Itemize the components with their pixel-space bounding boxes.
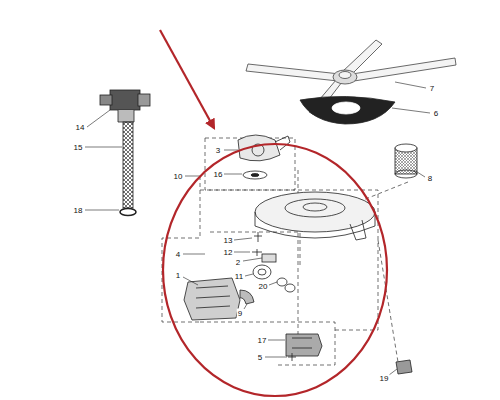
callout-number: 10 (173, 172, 184, 181)
callout-number: 20 (258, 282, 269, 291)
callout-number: 2 (235, 258, 241, 267)
callout-number: 3 (215, 146, 221, 155)
callout-number: 13 (223, 236, 234, 245)
callout-number: 12 (223, 248, 234, 257)
callout-number: 8 (427, 174, 433, 183)
callout-number: 4 (175, 250, 181, 259)
callout-number: 19 (379, 374, 390, 383)
callout-number: 5 (257, 353, 263, 362)
callout-number: 16 (213, 170, 224, 179)
callout-number: 11 (234, 272, 244, 281)
callout-number: 7 (429, 84, 435, 93)
callout-number: 18 (73, 206, 84, 215)
callout-number: 6 (433, 109, 439, 118)
callout-number: 14 (75, 123, 86, 132)
callout-number: 9 (237, 309, 243, 318)
callout-number: 17 (257, 336, 268, 345)
callout-number: 15 (73, 143, 84, 152)
callout-number: 1 (175, 271, 181, 280)
